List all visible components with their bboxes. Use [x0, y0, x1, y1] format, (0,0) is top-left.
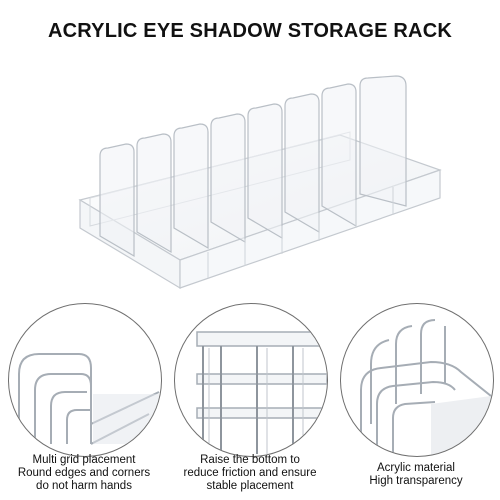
caption-grid-placement: Multi grid placement Round edges and cor…: [4, 454, 164, 493]
caption-line: stable placement: [206, 480, 294, 492]
caption-line: reduce friction and ensure: [183, 467, 317, 479]
acrylic-rack-image: [78, 75, 442, 290]
caption-line: Round edges and corners: [17, 467, 151, 479]
caption-line: do not harm hands: [36, 480, 132, 492]
grid-detail-image: [8, 303, 162, 457]
raised-bottom-image: [174, 303, 328, 457]
caption-line: Acrylic material: [377, 462, 455, 474]
page-title: ACRYLIC EYE SHADOW STORAGE RACK: [47, 20, 452, 42]
caption-line: High transparency: [369, 475, 463, 487]
caption-line: Raise the bottom to: [200, 454, 300, 466]
caption-transparency: Acrylic material High transparency: [336, 462, 496, 488]
transparency-image: [340, 303, 494, 457]
caption-raised-bottom: Raise the bottom to reduce friction and …: [170, 454, 330, 493]
caption-line: Multi grid placement: [32, 454, 136, 466]
